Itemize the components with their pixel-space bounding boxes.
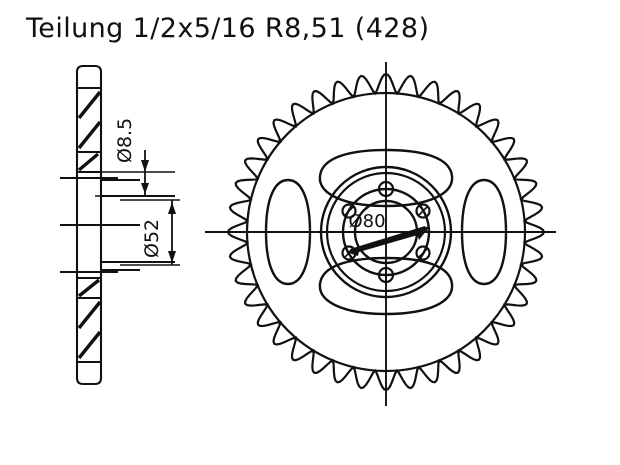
sprocket-teeth-outline bbox=[226, 72, 546, 392]
section-hatch-lower bbox=[77, 278, 102, 360]
page-title: Teilung 1/2x5/16 R8,51 (428) bbox=[26, 13, 430, 44]
bolt-hole-ur-slash bbox=[418, 206, 428, 216]
bolt-hole-group bbox=[341, 180, 431, 284]
web-cutout-left bbox=[264, 178, 312, 286]
section-hatch-upper bbox=[77, 90, 102, 172]
arrow-8-5-up bbox=[141, 160, 149, 172]
arrow-52-down bbox=[168, 251, 176, 263]
dimension-bore-8-5: Ø8.5 bbox=[95, 118, 175, 197]
web-cutout-right bbox=[460, 178, 508, 286]
bolt-hole-lower-right bbox=[415, 245, 431, 261]
front-face-view: Ø80 bbox=[205, 62, 556, 406]
web-cutout-bottom bbox=[318, 256, 454, 316]
dim-label-8-5: Ø8.5 bbox=[114, 118, 136, 163]
dimension-bore-52: Ø52 bbox=[120, 199, 180, 266]
web-cutout-top bbox=[318, 148, 454, 208]
hub-inner-circle bbox=[325, 171, 447, 293]
tooth-root-circle bbox=[245, 91, 527, 373]
bolt-hole-upper-left bbox=[341, 203, 357, 219]
hub-outer-circle bbox=[319, 165, 453, 299]
bolt-hole-ul-slash bbox=[344, 206, 354, 216]
side-section-view: Ø8.5 Ø52 bbox=[60, 64, 180, 386]
rim-outline bbox=[75, 64, 103, 386]
arrow-8-5-down bbox=[141, 183, 149, 194]
dim-label-52: Ø52 bbox=[141, 219, 163, 258]
arrow-80-right bbox=[416, 226, 430, 240]
dim-label-80: Ø80 bbox=[348, 211, 385, 232]
arrow-52-up bbox=[168, 202, 176, 214]
dimension-bolt-circle-80: Ø80 bbox=[346, 211, 430, 256]
arrow-80-left bbox=[346, 246, 360, 256]
bolt-hole-upper-right bbox=[415, 203, 431, 219]
dim-arrow-80-shaft bbox=[350, 226, 428, 254]
bolt-hole-lr-slash bbox=[418, 248, 428, 258]
